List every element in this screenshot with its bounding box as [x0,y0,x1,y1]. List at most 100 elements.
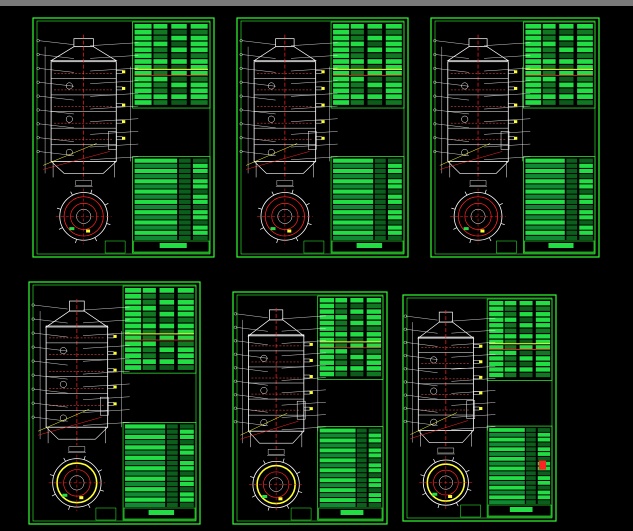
table-cell [559,88,574,94]
table-cell [526,485,536,490]
bottom-head [248,430,305,444]
table-cell [385,53,402,58]
table-cell [525,199,565,204]
table-cell [525,189,565,194]
table-cell [166,497,178,502]
leader-line [484,105,531,110]
table-cell [333,215,374,220]
table-cell [192,225,208,230]
nozzle-flange [321,86,325,90]
nozzle-flange [122,86,126,90]
leader-line [281,340,326,344]
leader-line [34,360,68,366]
inlet-line [38,416,102,436]
table-cell [489,372,504,378]
leader-line [34,332,68,338]
side-nozzle [473,360,480,364]
table-cell [577,24,593,29]
table-cell [525,158,565,163]
leader-line [90,118,139,122]
table-cell [142,299,156,305]
table-cell [350,349,364,354]
table-cell [125,450,166,455]
table-cell [489,500,525,504]
table-cell [335,366,348,371]
vessel-elevation [403,310,496,449]
table-cell [179,210,191,215]
table-cell [177,353,194,359]
table-cell [579,184,593,189]
table-cell [526,428,536,432]
table-cell [333,29,350,35]
table-cell [537,437,551,442]
drain-box [308,131,317,150]
inlet-line [439,143,491,166]
side-nozzle [116,119,123,124]
table-cell [333,76,350,82]
table-cell [350,366,364,371]
callout-bubble [403,367,407,371]
cad-drawing-canvas[interactable] [0,6,633,531]
table-cell [335,309,348,314]
table-cell [387,194,402,199]
table-cell [125,365,142,370]
table-cell [385,70,402,76]
table-cell [526,452,536,456]
table-cell [367,76,383,82]
table-cell [190,100,208,105]
drawing-sheet-4[interactable] [28,281,201,525]
table-cell [519,372,533,378]
top-cone [252,46,317,62]
stamp-box [104,240,126,254]
table-cell [489,350,504,356]
radial-nozzle [106,223,111,225]
table-cell [179,174,191,179]
table-cell [525,82,542,88]
table-cell [489,485,525,490]
table-cell [134,235,178,240]
drawing-sheet-3[interactable] [430,17,600,258]
table-cell [335,303,348,309]
radial-nozzle [499,203,503,206]
table-cell [190,47,208,53]
callout-bubble [403,340,407,344]
table-cell [566,194,578,199]
table-cell [333,100,350,105]
callout-bubble [36,53,40,57]
nozzle-flange [321,103,325,107]
leader-line [236,340,268,346]
callout-bubble [403,380,407,384]
callout-bubble [239,39,243,43]
nozzle-flange [514,120,518,124]
table-cell [525,225,565,230]
callout-bubble [239,94,243,98]
parts-list-table [523,156,596,254]
nozzle-flange [479,391,483,395]
table-cell [559,100,574,105]
sheet-inner-border [406,297,553,519]
table-cell [579,174,593,179]
radial-nozzle [87,504,91,508]
cad-model-space[interactable] [0,6,633,531]
drawing-sheet-1[interactable] [32,17,215,258]
table-cell [542,82,556,88]
drawing-sheet-2[interactable] [236,17,409,258]
table-cell [350,332,364,337]
table-cell [171,88,187,94]
table-cell [504,356,517,361]
nozzle-flange [122,120,126,124]
table-cell [566,204,578,210]
leader-line [90,55,139,59]
table-cell [142,293,156,299]
table-cell [153,59,168,64]
table-cell [519,301,533,306]
drawing-sheet-6[interactable] [402,294,557,522]
top-cone [49,46,118,62]
table-cell [153,76,168,82]
drawing-sheet-5[interactable] [232,291,388,525]
table-cell [579,225,593,230]
table-cell [537,447,551,452]
table-cell [559,70,574,76]
table-cell [356,428,367,433]
radial-nozzle [276,239,279,244]
